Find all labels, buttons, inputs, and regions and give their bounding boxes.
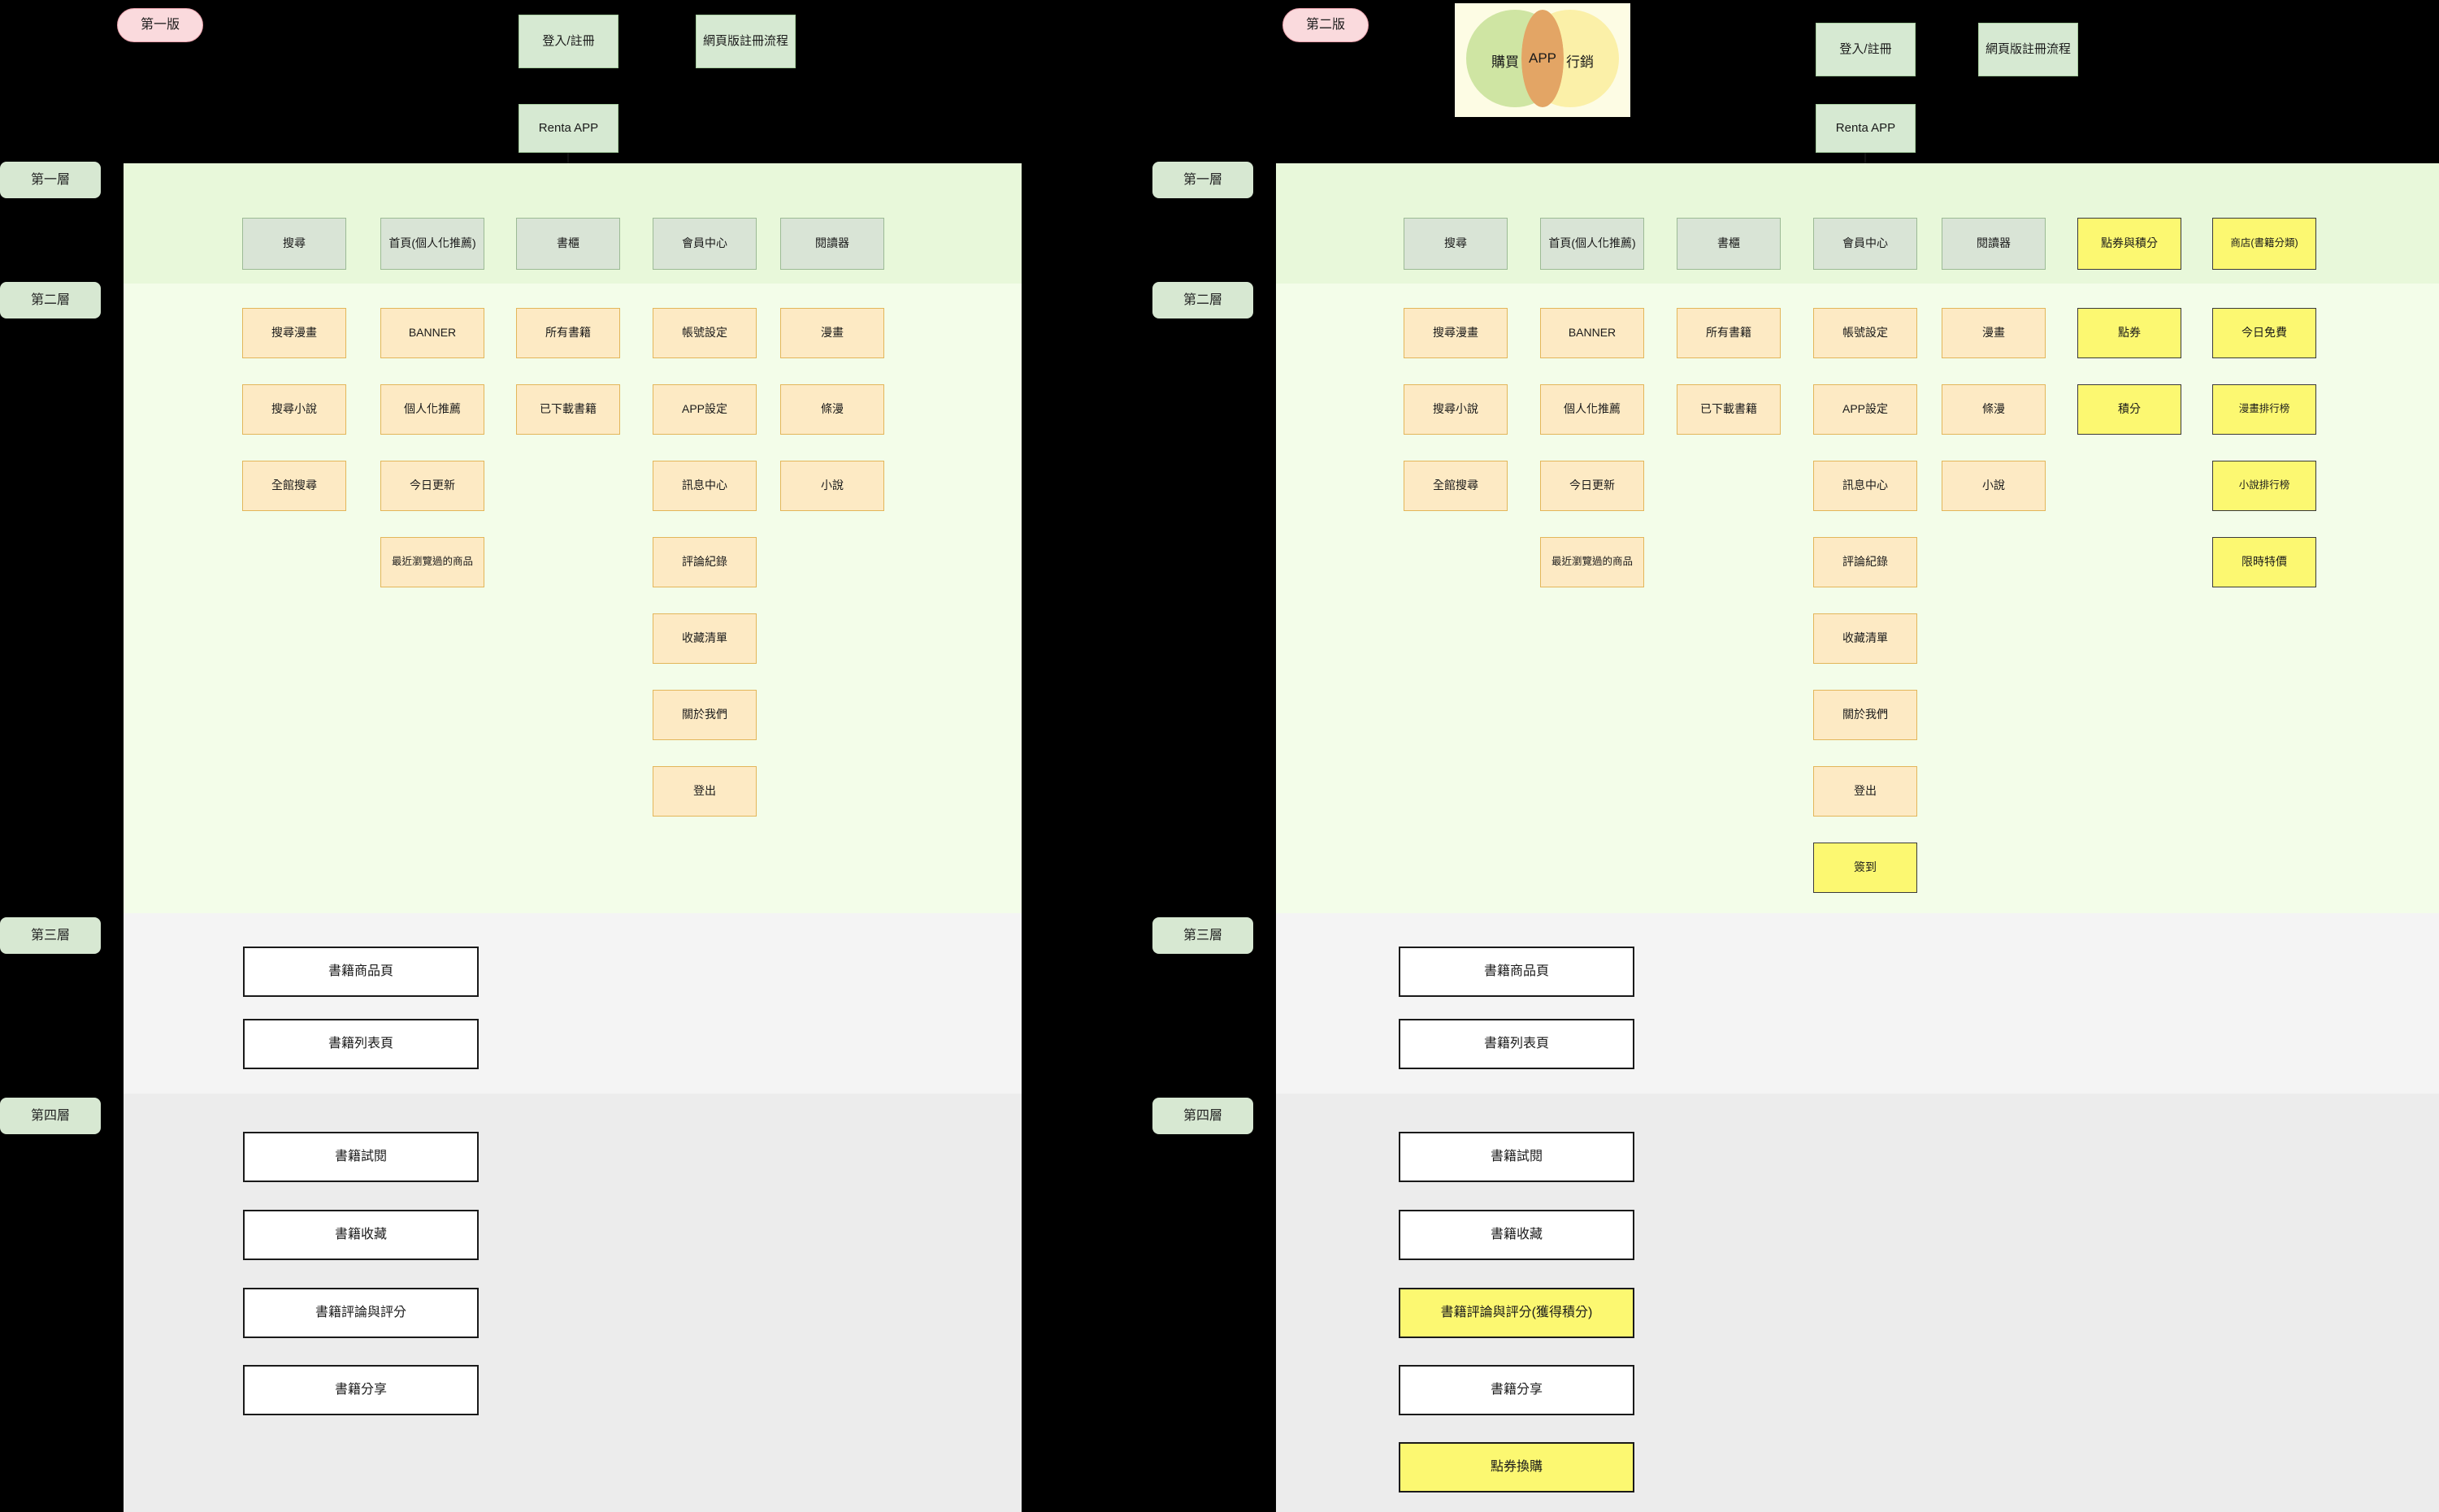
v1-level1-item-1[interactable]: 首頁(個人化推薦) — [380, 218, 484, 270]
v1-level2-member-item-1[interactable]: APP設定 — [653, 384, 757, 435]
v1-level2-reader-item-1[interactable]: 條漫 — [780, 384, 884, 435]
v2-layer-tag-3: 第三層 — [1152, 917, 1253, 954]
v2-level2-member-item-2[interactable]: 訊息中心 — [1813, 461, 1917, 511]
v1-level2-reader-item-2[interactable]: 小說 — [780, 461, 884, 511]
v2-level4-item-1[interactable]: 書籍收藏 — [1399, 1210, 1634, 1260]
v2-root-box[interactable]: Renta APP — [1816, 104, 1916, 153]
v2-level2-member-item-4[interactable]: 收藏清單 — [1813, 613, 1917, 664]
v2-level1-item-6[interactable]: 商店(書籍分類) — [2212, 218, 2316, 270]
v2-level2-reader-item-2[interactable]: 小說 — [1942, 461, 2046, 511]
v1-level2-bookshelf-item-1[interactable]: 已下載書籍 — [516, 384, 620, 435]
v2-level2-home-item-3[interactable]: 最近瀏覽過的商品 — [1540, 537, 1644, 587]
v2-level2-member-item-5[interactable]: 關於我們 — [1813, 690, 1917, 740]
v1-level2-home-item-1[interactable]: 個人化推薦 — [380, 384, 484, 435]
v2-level2-member-item-0[interactable]: 帳號設定 — [1813, 308, 1917, 358]
v1-layer-tag-3: 第三層 — [0, 917, 101, 954]
v2-login-box[interactable]: 登入/註冊 — [1816, 23, 1916, 76]
v1-login-box[interactable]: 登入/註冊 — [519, 15, 618, 68]
v2-level3-item-0[interactable]: 書籍商品頁 — [1399, 947, 1634, 997]
v2-level2-reader-item-0[interactable]: 漫畫 — [1942, 308, 2046, 358]
v1-level1-item-0[interactable]: 搜尋 — [242, 218, 346, 270]
v2-level2-bookshelf-item-0[interactable]: 所有書籍 — [1677, 308, 1781, 358]
v2-level4-item-0[interactable]: 書籍試閱 — [1399, 1132, 1634, 1182]
v1-level2-member-item-5[interactable]: 關於我們 — [653, 690, 757, 740]
v2-level2-member-item-6[interactable]: 登出 — [1813, 766, 1917, 817]
v1-level2-member-item-0[interactable]: 帳號設定 — [653, 308, 757, 358]
v1-level2-search-item-2[interactable]: 全館搜尋 — [242, 461, 346, 511]
v1-level4-item-0[interactable]: 書籍試閱 — [243, 1132, 479, 1182]
v1-band-level2 — [124, 284, 1022, 913]
v2-level1-item-2[interactable]: 書櫃 — [1677, 218, 1781, 270]
v2-level2-search-item-1[interactable]: 搜尋小說 — [1404, 384, 1508, 435]
v2-level2-store-item-0[interactable]: 今日免費 — [2212, 308, 2316, 358]
v2-band-level2 — [1276, 284, 2439, 913]
v2-level1-item-1[interactable]: 首頁(個人化推薦) — [1540, 218, 1644, 270]
v2-level2-store-item-3[interactable]: 限時特價 — [2212, 537, 2316, 587]
v2-level2-points-item-0[interactable]: 點券 — [2077, 308, 2181, 358]
v2-level2-home-item-0[interactable]: BANNER — [1540, 308, 1644, 358]
v2-level1-item-0[interactable]: 搜尋 — [1404, 218, 1508, 270]
v1-level1-item-4[interactable]: 閱讀器 — [780, 218, 884, 270]
v1-level1-item-3[interactable]: 會員中心 — [653, 218, 757, 270]
v1-level2-member-item-4[interactable]: 收藏清單 — [653, 613, 757, 664]
v1-version-badge: 第一版 — [117, 8, 203, 42]
v2-level1-item-5[interactable]: 點券與積分 — [2077, 218, 2181, 270]
v1-level2-home-item-3[interactable]: 最近瀏覽過的商品 — [380, 537, 484, 587]
venn-label-marketing: 行銷 — [1566, 54, 1594, 70]
v2-level2-search-item-0[interactable]: 搜尋漫畫 — [1404, 308, 1508, 358]
v2-level3-item-1[interactable]: 書籍列表頁 — [1399, 1019, 1634, 1069]
v1-level1-item-2[interactable]: 書櫃 — [516, 218, 620, 270]
v2-level4-item-2[interactable]: 書籍評論與評分(獲得積分) — [1399, 1288, 1634, 1338]
v2-level2-member-item-1[interactable]: APP設定 — [1813, 384, 1917, 435]
v1-layer-tag-4: 第四層 — [0, 1098, 101, 1134]
venn-overlap-app — [1521, 10, 1564, 107]
v2-layer-tag-1: 第一層 — [1152, 162, 1253, 198]
venn-label-purchase: 購買 — [1491, 54, 1519, 70]
v1-level2-member-item-3[interactable]: 評論紀錄 — [653, 537, 757, 587]
v2-level2-points-item-1[interactable]: 積分 — [2077, 384, 2181, 435]
v2-level2-member-item-3[interactable]: 評論紀錄 — [1813, 537, 1917, 587]
v1-level3-item-0[interactable]: 書籍商品頁 — [243, 947, 479, 997]
v1-layer-tag-2: 第二層 — [0, 282, 101, 318]
v1-level2-bookshelf-item-0[interactable]: 所有書籍 — [516, 308, 620, 358]
v1-level2-home-item-0[interactable]: BANNER — [380, 308, 484, 358]
v2-level2-home-item-2[interactable]: 今日更新 — [1540, 461, 1644, 511]
v2-layer-tag-4: 第四層 — [1152, 1098, 1253, 1134]
venn-label-app: APP — [1528, 50, 1557, 66]
v2-level1-item-3[interactable]: 會員中心 — [1813, 218, 1917, 270]
v2-web-register-flow-box[interactable]: 網頁版註冊流程 — [1978, 23, 2078, 76]
v1-level4-item-1[interactable]: 書籍收藏 — [243, 1210, 479, 1260]
v2-level2-bookshelf-item-1[interactable]: 已下載書籍 — [1677, 384, 1781, 435]
v2-level2-store-item-1[interactable]: 漫畫排行榜 — [2212, 384, 2316, 435]
v2-level2-store-item-2[interactable]: 小說排行榜 — [2212, 461, 2316, 511]
v2-level2-search-item-2[interactable]: 全館搜尋 — [1404, 461, 1508, 511]
v2-level4-item-4[interactable]: 點券換購 — [1399, 1442, 1634, 1493]
v1-level2-reader-item-0[interactable]: 漫畫 — [780, 308, 884, 358]
v1-level2-search-item-0[interactable]: 搜尋漫畫 — [242, 308, 346, 358]
v1-level2-home-item-2[interactable]: 今日更新 — [380, 461, 484, 511]
v1-level2-member-item-2[interactable]: 訊息中心 — [653, 461, 757, 511]
v2-level1-item-4[interactable]: 閱讀器 — [1942, 218, 2046, 270]
v1-layer-tag-1: 第一層 — [0, 162, 101, 198]
venn-diagram: 購買 APP 行銷 — [1455, 3, 1630, 117]
v1-web-register-flow-box[interactable]: 網頁版註冊流程 — [696, 15, 796, 68]
v2-layer-tag-2: 第二層 — [1152, 282, 1253, 318]
v1-root-box[interactable]: Renta APP — [519, 104, 618, 153]
v2-level2-member-item-7[interactable]: 簽到 — [1813, 843, 1917, 893]
v2-level4-item-3[interactable]: 書籍分享 — [1399, 1365, 1634, 1415]
v1-level4-item-2[interactable]: 書籍評論與評分 — [243, 1288, 479, 1338]
v1-level2-search-item-1[interactable]: 搜尋小說 — [242, 384, 346, 435]
v2-level2-home-item-1[interactable]: 個人化推薦 — [1540, 384, 1644, 435]
v1-level4-item-3[interactable]: 書籍分享 — [243, 1365, 479, 1415]
v2-version-badge: 第二版 — [1282, 8, 1369, 42]
v1-level2-member-item-6[interactable]: 登出 — [653, 766, 757, 817]
v2-level2-reader-item-1[interactable]: 條漫 — [1942, 384, 2046, 435]
v1-level3-item-1[interactable]: 書籍列表頁 — [243, 1019, 479, 1069]
